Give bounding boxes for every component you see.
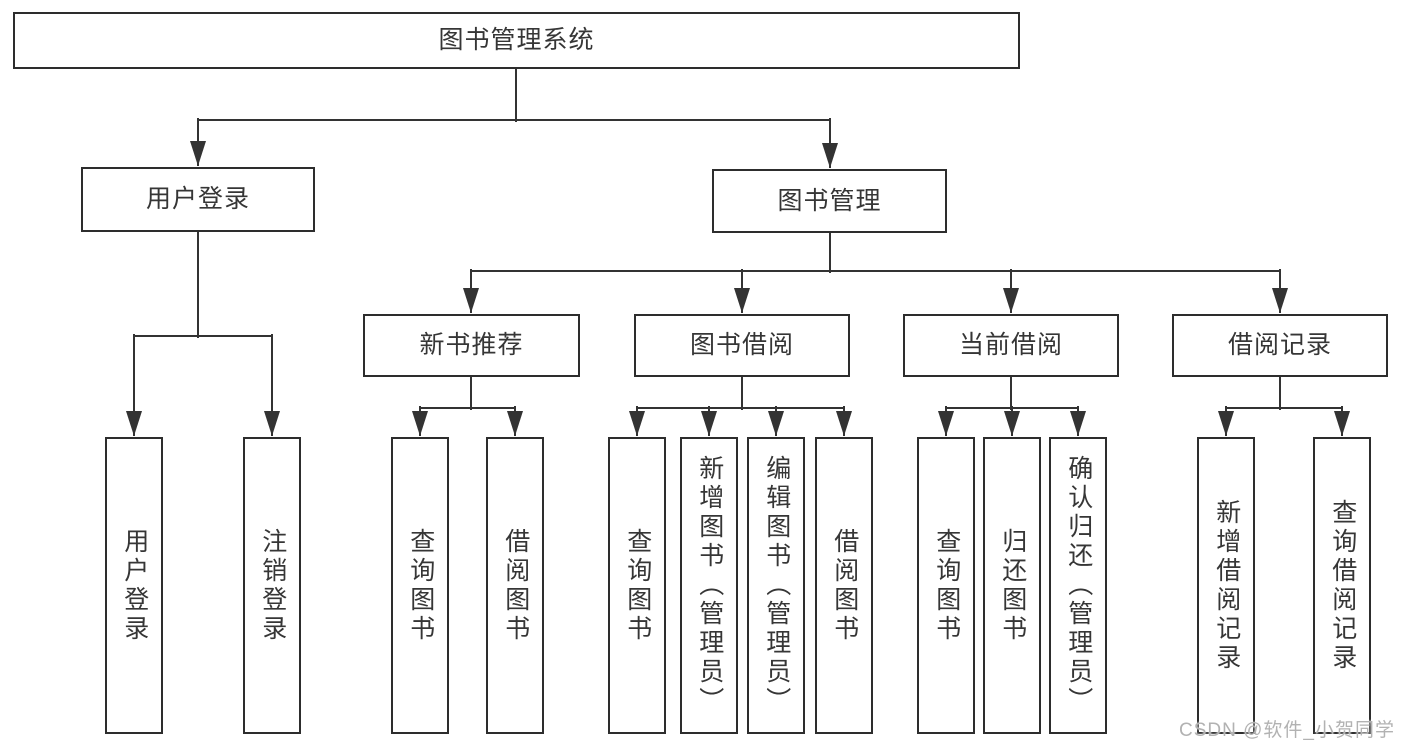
leaf-recommend-borrow-books: 借阅图书	[486, 437, 544, 734]
tree-node-book-management: 图书管理	[712, 169, 947, 233]
watermark: CSDN @软件_小贺同学	[1179, 720, 1395, 741]
leaf-borrow-query-books: 查询图书	[608, 437, 666, 734]
node-label: 注销登录	[258, 527, 287, 644]
tree-node-book-borrow: 图书借阅	[634, 314, 850, 377]
node-label: 新增借阅记录	[1212, 498, 1241, 673]
leaf-records-add-record: 新增借阅记录	[1197, 437, 1255, 734]
node-label: 当前借阅	[958, 331, 1063, 359]
node-label: 用户登录	[120, 527, 149, 644]
node-label: 图书借阅	[689, 331, 794, 359]
node-label: 借阅图书	[830, 527, 859, 644]
tree-node-borrow-records: 借阅记录	[1172, 314, 1388, 377]
leaf-recommend-query-books: 查询图书	[391, 437, 449, 734]
tree-node-current-borrow: 当前借阅	[903, 314, 1119, 377]
leaf-current-confirm-return-admin: 确认归还（管理员）	[1049, 437, 1107, 734]
node-label: 确认归还（管理员）	[1064, 455, 1093, 716]
leaf-records-query-record: 查询借阅记录	[1313, 437, 1371, 734]
node-label: 新书推荐	[419, 331, 524, 359]
node-label: 用户登录	[145, 185, 250, 213]
tree-node-root: 图书管理系统	[13, 12, 1020, 69]
node-label: 图书管理系统	[438, 26, 595, 54]
leaf-current-query-books: 查询图书	[917, 437, 975, 734]
leaf-user-login: 用户登录	[105, 437, 163, 734]
node-label: 借阅图书	[501, 527, 530, 644]
node-label: 编辑图书（管理员）	[762, 455, 791, 716]
leaf-borrow-add-books-admin: 新增图书（管理员）	[680, 437, 738, 734]
leaf-logout: 注销登录	[243, 437, 301, 734]
node-label: 归还图书	[998, 527, 1027, 644]
leaf-borrow-edit-books-admin: 编辑图书（管理员）	[747, 437, 805, 734]
node-label: 图书管理	[777, 186, 882, 215]
node-label: 借阅记录	[1227, 331, 1332, 359]
node-label: 查询图书	[406, 527, 435, 644]
leaf-borrow-borrow-books: 借阅图书	[815, 437, 873, 734]
node-label: 查询图书	[623, 527, 652, 644]
leaf-current-return-books: 归还图书	[983, 437, 1041, 734]
tree-node-new-book-recommend: 新书推荐	[363, 314, 580, 377]
node-label: 新增图书（管理员）	[695, 455, 724, 716]
tree-node-user-login: 用户登录	[81, 167, 315, 232]
node-label: 查询借阅记录	[1328, 498, 1357, 673]
node-label: 查询图书	[932, 527, 961, 644]
